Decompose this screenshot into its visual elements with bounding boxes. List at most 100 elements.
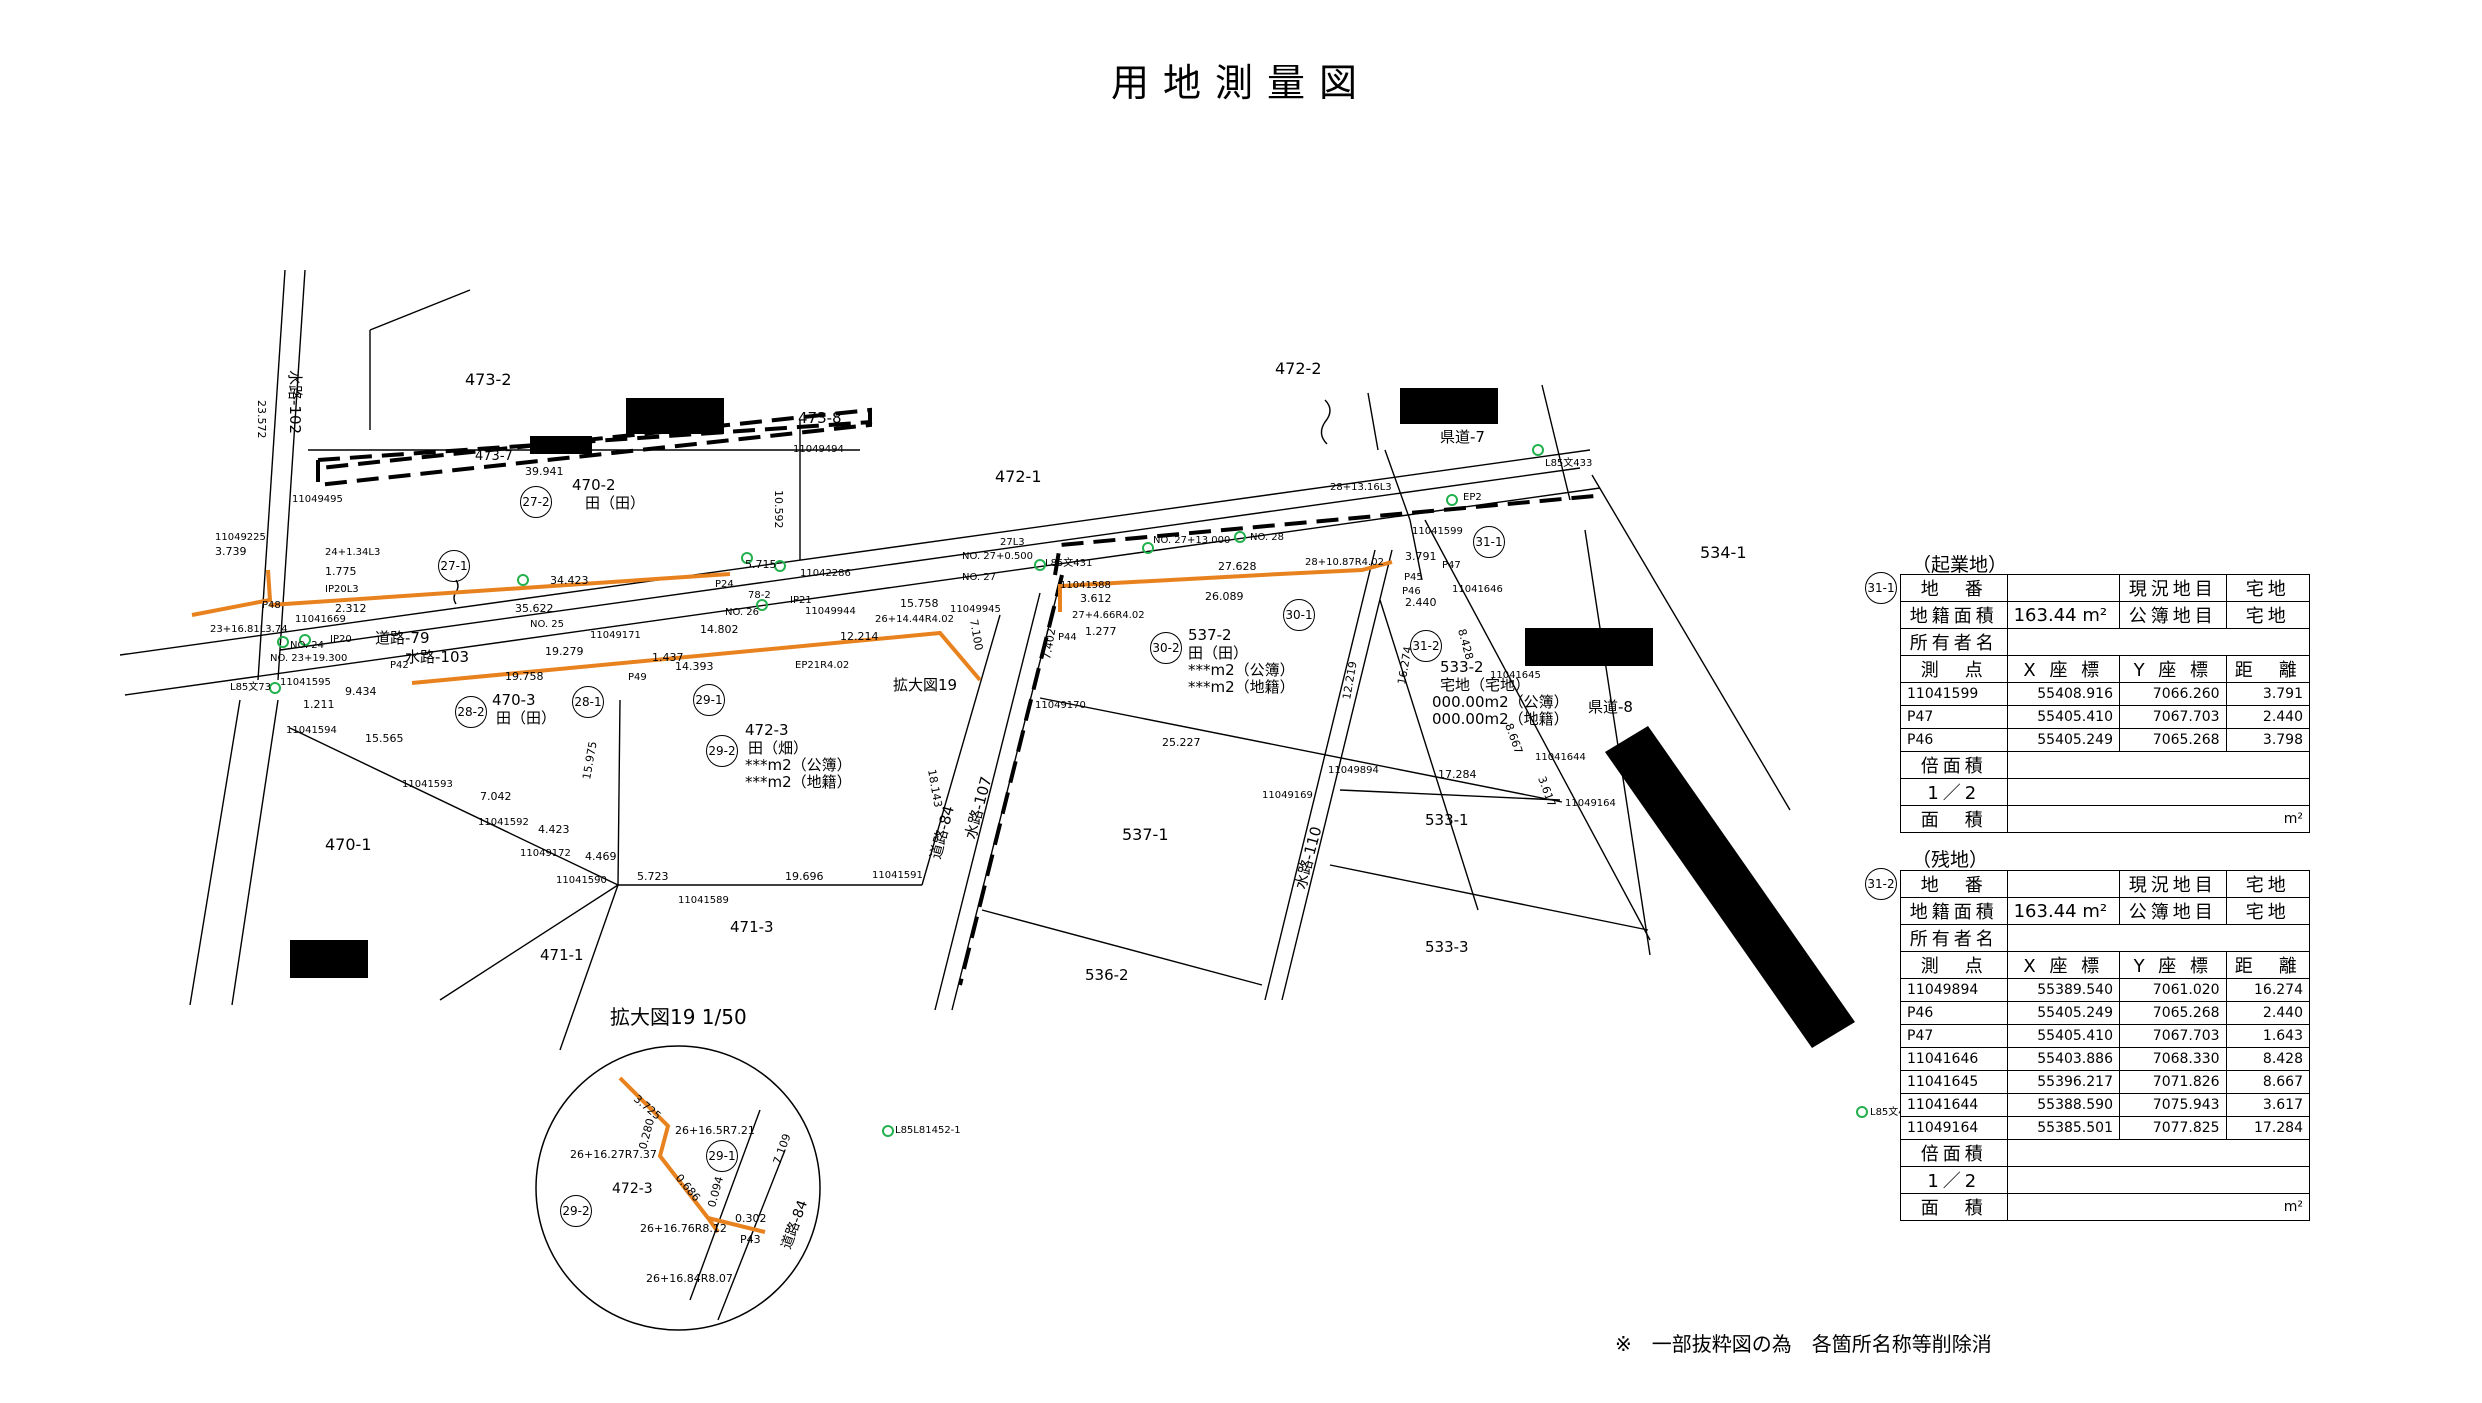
svg-text:7.042: 7.042 <box>480 790 512 803</box>
svg-text:7.402: 7.402 <box>1040 627 1058 660</box>
road-edge-upper <box>119 449 1591 656</box>
svg-text:26+16.5R7.21: 26+16.5R7.21 <box>675 1124 755 1137</box>
svg-text:11041594: 11041594 <box>286 725 337 736</box>
parcel-label: 471-1 <box>540 946 584 964</box>
parcel-label: 534-1 <box>1700 543 1747 562</box>
parcel-area: ***m2（地籍） <box>745 773 852 791</box>
svg-text:14.802: 14.802 <box>700 623 739 636</box>
parcel-label: 470-3 <box>492 691 536 709</box>
parcel-circle: 30-2 <box>1150 632 1182 664</box>
dimension-labels: 39.941 34.423 35.622 19.279 14.393 14.80… <box>215 400 1558 883</box>
svg-text:26.089: 26.089 <box>1205 590 1244 603</box>
svg-text:P45: P45 <box>1404 572 1423 583</box>
parcel-circle: 31-2 <box>1410 630 1442 662</box>
parcel-use: 田（田） <box>585 494 645 512</box>
enlarge-label: 拡大図19 <box>893 676 957 694</box>
footnote: ※ 一部抜粋図の為 各箇所名称等削除消 <box>1615 1332 1992 1356</box>
svg-text:11049494: 11049494 <box>793 444 844 455</box>
svg-text:L85文433: L85文433 <box>1545 456 1592 469</box>
svg-text:1.211: 1.211 <box>303 698 335 711</box>
road-label: 道路-84 <box>926 804 957 861</box>
svg-text:3.612: 3.612 <box>1080 592 1112 605</box>
svg-text:11041646: 11041646 <box>1452 584 1503 595</box>
svg-text:9.434: 9.434 <box>345 685 377 698</box>
svg-text:L85文431: L85文431 <box>1045 556 1092 569</box>
svg-text:27+4.66R4.02: 27+4.66R4.02 <box>1072 610 1145 621</box>
ref-markers <box>269 444 1868 1137</box>
road-center-line <box>279 467 1581 651</box>
parcel-circle: 27-2 <box>520 486 552 518</box>
parcel-area: 000.00m2（地籍） <box>1432 710 1569 728</box>
parcel-label: 472-3 <box>745 721 789 739</box>
parcel-area: 000.00m2（公簿） <box>1432 693 1569 711</box>
boundary-27-1 <box>191 569 273 617</box>
svg-text:NO. 25: NO. 25 <box>530 619 564 630</box>
svg-text:11041591: 11041591 <box>872 870 923 881</box>
svg-text:34.423: 34.423 <box>550 574 589 587</box>
svg-text:11041593: 11041593 <box>402 779 453 790</box>
parcel-circle: 27-1 <box>438 550 470 582</box>
boundary-27-1-b <box>269 572 731 607</box>
road-label: 道路-79 <box>375 629 430 647</box>
svg-text:NO. 28: NO. 28 <box>1250 532 1284 543</box>
svg-text:3.791: 3.791 <box>1405 550 1437 563</box>
parcel-use: 田（田） <box>1188 644 1248 662</box>
svg-text:11049945: 11049945 <box>950 604 1001 615</box>
svg-text:8.428: 8.428 <box>1455 627 1476 661</box>
road-label: 水路-103 <box>405 648 469 666</box>
svg-text:23.572: 23.572 <box>255 400 268 439</box>
svg-text:23+16.81L3.74: 23+16.81L3.74 <box>210 624 288 635</box>
parcel-circle: 31-1 <box>1473 526 1505 558</box>
water-102-left <box>257 269 286 681</box>
svg-text:1.437: 1.437 <box>652 651 684 664</box>
parcel-label: 471-3 <box>730 918 774 936</box>
svg-text:11041590: 11041590 <box>556 875 607 886</box>
table1-heading: （起業地） <box>1912 554 2008 576</box>
parcel-area: ***m2（公簿） <box>1188 661 1295 679</box>
reference-labels: NO. 24 NO. 25 NO. 26 NO. 27 NO. 28 NO. 2… <box>210 456 1917 1136</box>
parcel-circle: 29-1 <box>693 684 725 716</box>
road-label: 水路-102 <box>286 370 304 434</box>
svg-text:11042286: 11042286 <box>800 568 851 579</box>
road-edge-lower <box>124 487 1601 696</box>
svg-text:11041595: 11041595 <box>280 677 331 688</box>
parcel-label: 537-2 <box>1188 626 1232 644</box>
svg-text:25.227: 25.227 <box>1162 736 1201 749</box>
svg-text:P47: P47 <box>1442 560 1461 571</box>
svg-text:17.284: 17.284 <box>1438 768 1477 781</box>
svg-text:P43: P43 <box>740 1233 761 1246</box>
svg-text:11049225: 11049225 <box>215 532 266 543</box>
parcel-use: 田（田） <box>496 709 556 727</box>
redaction-blocks <box>290 388 1855 1048</box>
parcel-circle: 29-2 <box>706 735 738 767</box>
enlarge-circle <box>535 1045 821 1331</box>
svg-text:7.100: 7.100 <box>967 618 985 651</box>
svg-text:P48: P48 <box>262 600 281 611</box>
svg-text:2.312: 2.312 <box>335 602 367 615</box>
parcel-circle: 28-1 <box>572 686 604 718</box>
svg-text:P44: P44 <box>1058 632 1077 643</box>
svg-text:26+14.44R4.02: 26+14.44R4.02 <box>875 614 954 625</box>
parcel-label: 470-2 <box>572 476 616 494</box>
svg-text:15.565: 15.565 <box>365 732 404 745</box>
enlarge-circle-label: 29-1 <box>706 1140 738 1172</box>
svg-text:11041589: 11041589 <box>678 895 729 906</box>
table1-tag: 31-1 <box>1865 572 1897 604</box>
parcel-label: 536-2 <box>1085 966 1129 984</box>
road-label: 県道-7 <box>1440 428 1485 446</box>
water-102-right <box>277 269 306 681</box>
svg-text:11049169: 11049169 <box>1262 790 1313 801</box>
svg-text:27L3: 27L3 <box>1000 537 1025 548</box>
svg-text:11049171: 11049171 <box>590 630 641 641</box>
svg-text:39.941: 39.941 <box>525 465 564 478</box>
svg-text:26+16.84R8.07: 26+16.84R8.07 <box>646 1272 733 1285</box>
svg-text:3.617: 3.617 <box>1535 775 1558 809</box>
boundary-30 <box>1058 560 1393 612</box>
road-label: 水路-107 <box>961 775 995 842</box>
